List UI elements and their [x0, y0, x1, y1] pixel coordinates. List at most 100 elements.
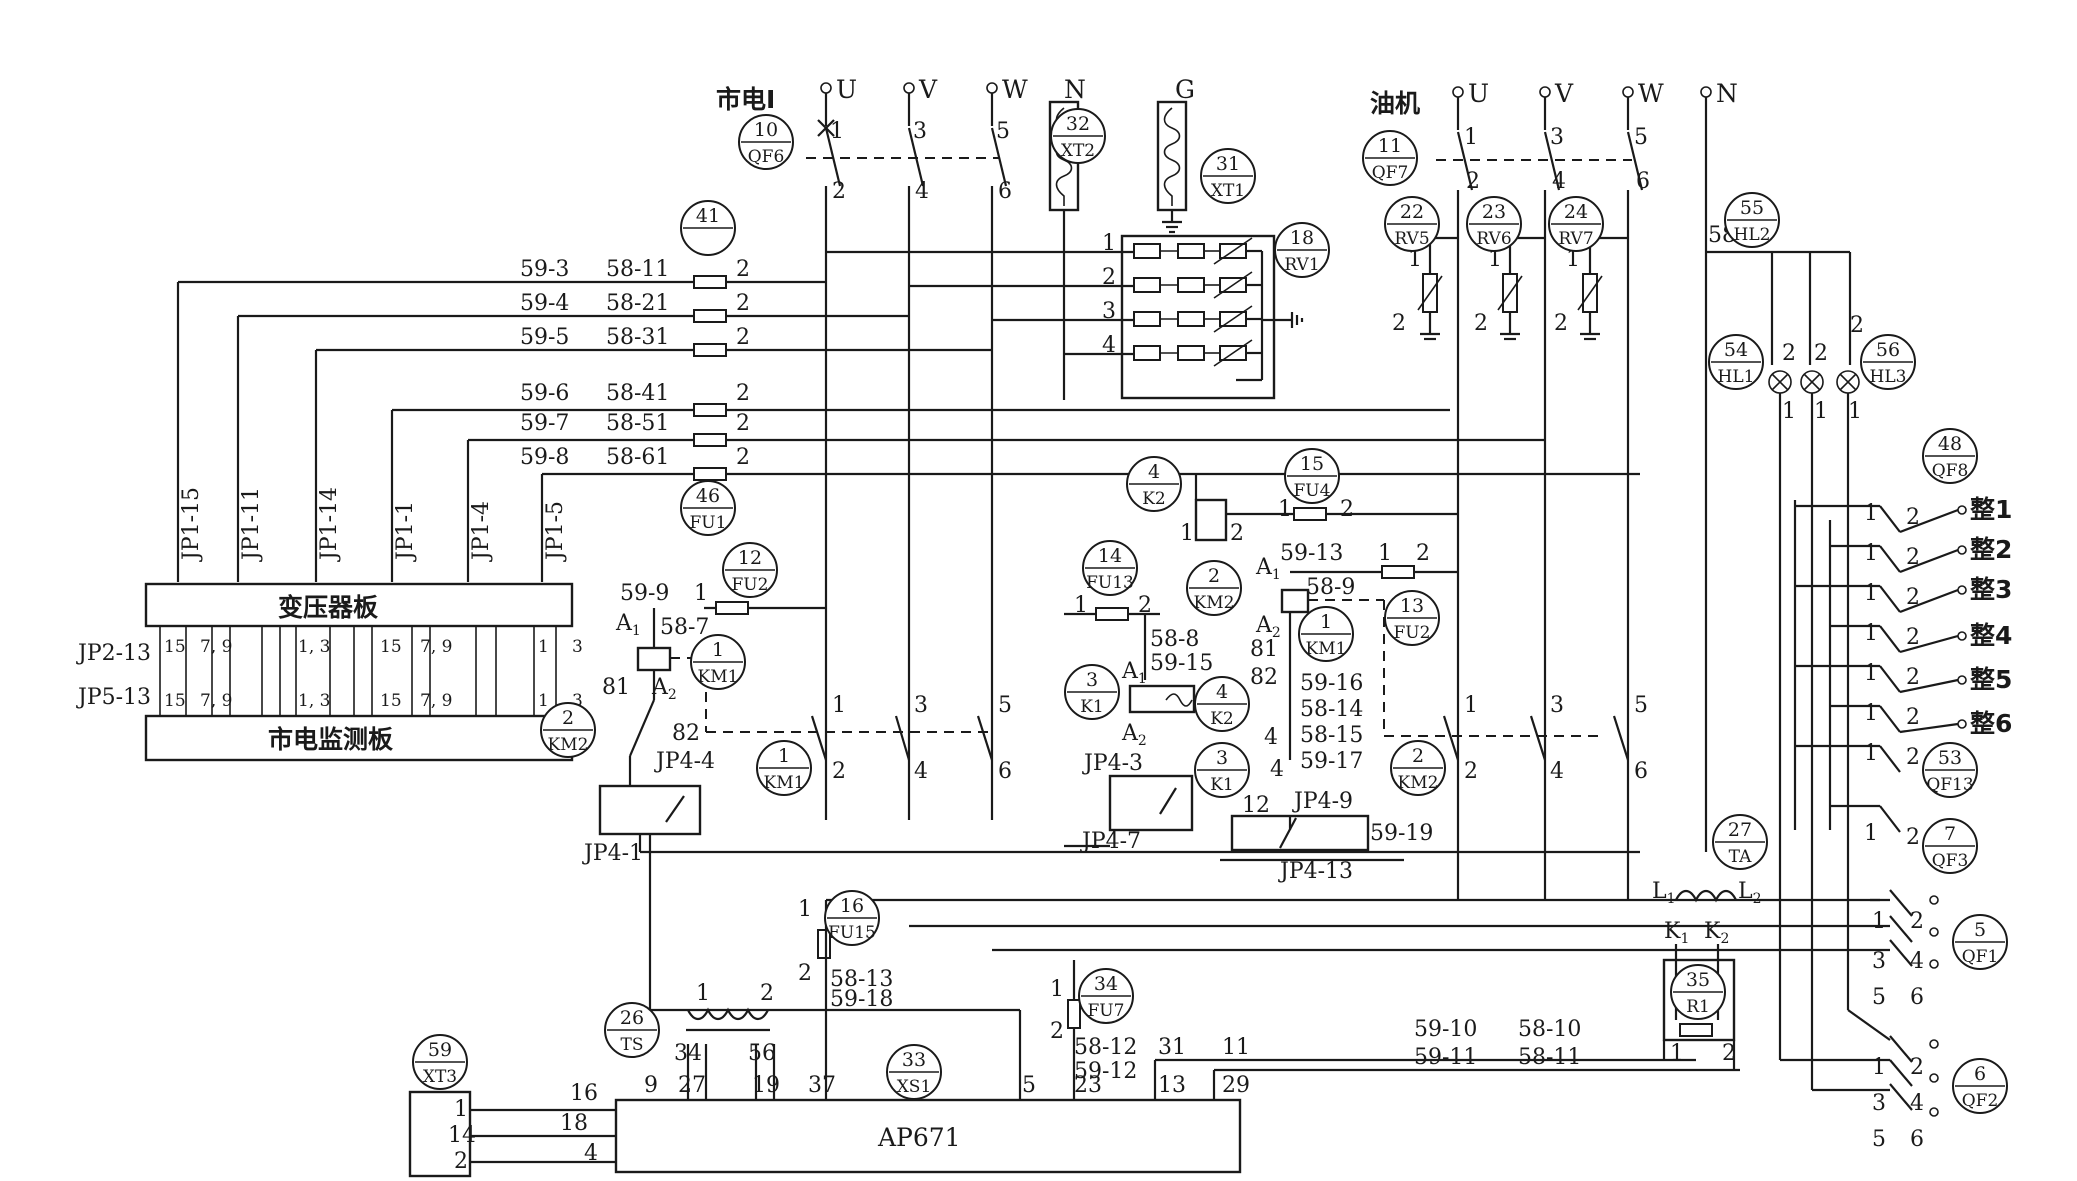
tag-name: QF1: [1962, 947, 1999, 967]
tag-name: QF6: [748, 147, 785, 167]
tag-name: KM1: [1306, 639, 1347, 659]
svg-text:59-13: 59-13: [1280, 541, 1343, 566]
tag-number: 32: [1066, 113, 1090, 135]
tag-number: 27: [1728, 819, 1752, 841]
svg-text:JP1-11: JP1-11: [239, 487, 264, 562]
svg-text:5: 5: [1634, 125, 1648, 150]
svg-text:2: 2: [1906, 665, 1920, 690]
svg-text:9: 9: [644, 1073, 658, 1098]
tag-name: XT2: [1061, 141, 1095, 161]
tag-name: HL2: [1734, 225, 1771, 245]
svg-text:整3: 整3: [1970, 575, 2012, 604]
svg-text:1: 1: [830, 119, 844, 144]
svg-text:27: 27: [678, 1073, 706, 1098]
svg-text:JP4-3: JP4-3: [1082, 751, 1143, 776]
svg-text:81: 81: [1250, 637, 1278, 662]
tag-number: 26: [620, 1007, 644, 1029]
svg-text:2: 2: [1906, 585, 1920, 610]
svg-text:58-11: 58-11: [606, 257, 669, 282]
svg-text:59-7: 59-7: [520, 411, 569, 436]
svg-text:1: 1: [1864, 621, 1878, 646]
svg-text:1: 1: [538, 691, 549, 711]
tag-name: QF3: [1932, 851, 1969, 871]
svg-text:2: 2: [1906, 545, 1920, 570]
tag-number: 24: [1564, 201, 1588, 223]
tag-name: FU7: [1088, 1001, 1125, 1021]
terminal-xt3: 1 14 2: [408, 1090, 616, 1178]
svg-text:1: 1: [1864, 661, 1878, 686]
svg-text:1: 1: [1782, 399, 1796, 424]
svg-text:2: 2: [736, 291, 750, 316]
svg-text:U: U: [1468, 79, 1489, 108]
tag-name: K1: [1080, 697, 1104, 717]
terminal-strip-xt1: [1156, 100, 1188, 234]
transformer-board: 变压器板: [144, 582, 574, 628]
svg-text:2: 2: [1474, 311, 1488, 336]
output-bus: [826, 474, 1880, 952]
svg-text:A1: A1: [1121, 659, 1147, 687]
svg-text:15: 15: [164, 637, 186, 657]
svg-text:4: 4: [584, 1141, 598, 1166]
svg-text:58-15: 58-15: [1300, 723, 1363, 748]
svg-text:1: 1: [1848, 399, 1862, 424]
svg-text:N: N: [1064, 75, 1086, 104]
svg-text:59-12: 59-12: [1074, 1059, 1137, 1084]
svg-text:2: 2: [736, 381, 750, 406]
tag-number: 46: [696, 485, 720, 507]
svg-text:K2: K2: [1704, 919, 1729, 947]
tag-name: TA: [1729, 847, 1752, 867]
svg-text:7, 9: 7, 9: [420, 637, 452, 657]
tag-number: 10: [754, 119, 778, 141]
svg-text:5: 5: [1022, 1073, 1036, 1098]
svg-text:2: 2: [1392, 311, 1406, 336]
svg-text:1: 1: [454, 1097, 468, 1122]
tag-name: QF8: [1932, 461, 1969, 481]
svg-text:1: 1: [832, 693, 846, 718]
svg-text:2: 2: [1102, 265, 1116, 290]
tag-number: 3: [1216, 747, 1228, 769]
svg-text:2: 2: [832, 759, 846, 784]
tag-number: 2: [562, 707, 574, 729]
svg-text:1, 3: 1, 3: [298, 637, 330, 657]
tag-name: R1: [1686, 997, 1710, 1017]
tag-number: 4: [1216, 681, 1228, 703]
svg-text:2: 2: [736, 257, 750, 282]
tag-number: 53: [1938, 747, 1962, 769]
svg-text:12: 12: [1242, 793, 1270, 818]
svg-text:1: 1: [1074, 593, 1088, 618]
svg-text:58-13: 58-13: [830, 967, 893, 992]
component-tags: 10QF632XT231XT14118RV146FU112FU21KM12KM2…: [412, 108, 2008, 1114]
svg-text:6: 6: [1636, 169, 1650, 194]
svg-text:1: 1: [696, 981, 710, 1006]
component-tag: 41: [680, 200, 736, 256]
tag-name: RV5: [1394, 229, 1429, 249]
genset-label: 油机: [1370, 89, 1420, 118]
svg-text:A1: A1: [1255, 555, 1281, 583]
tag-name: KM2: [1194, 593, 1235, 613]
svg-text:JP2-13: JP2-13: [76, 641, 151, 666]
tag-name: RV6: [1476, 229, 1511, 249]
svg-text:7, 9: 7, 9: [420, 691, 452, 711]
svg-text:V: V: [918, 75, 938, 104]
tag-name: FU4: [1294, 481, 1331, 501]
tag-number: 7: [1944, 823, 1956, 845]
svg-text:L2: L2: [1738, 879, 1762, 907]
svg-text:5: 5: [1872, 985, 1886, 1010]
svg-text:2: 2: [760, 981, 774, 1006]
svg-text:5: 5: [998, 693, 1012, 718]
tag-name: KM2: [548, 735, 589, 755]
